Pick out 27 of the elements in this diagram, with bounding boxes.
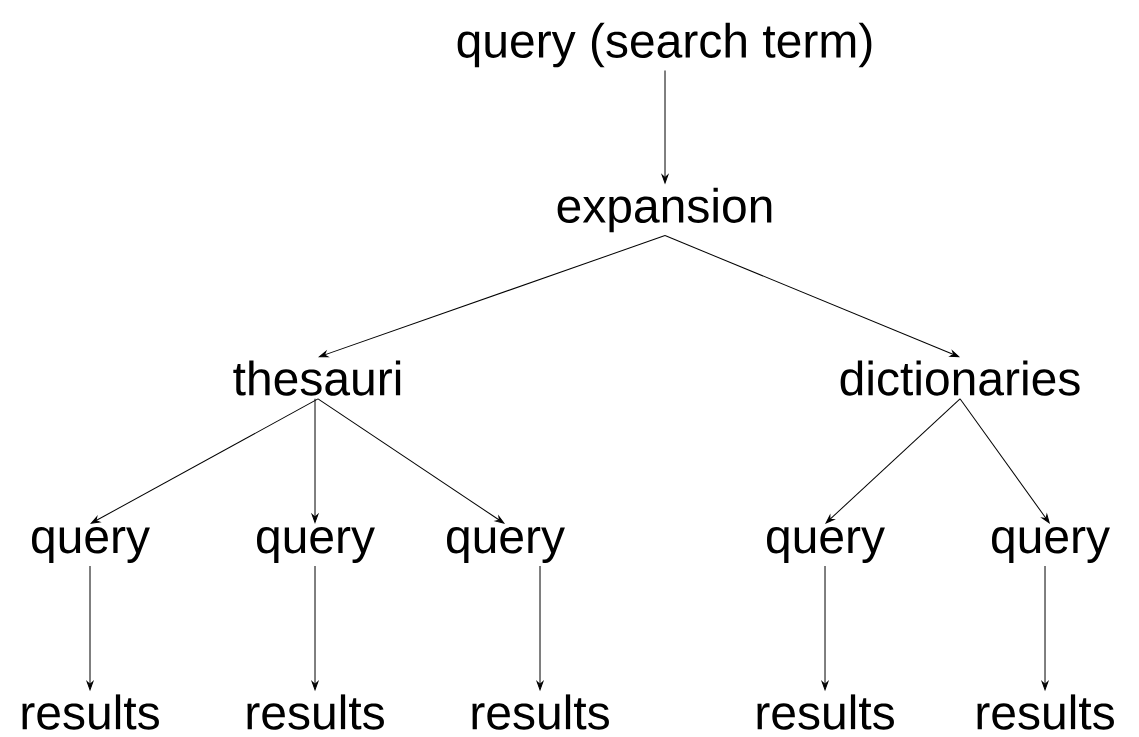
node-label: query [992, 527, 1110, 563]
arrow [959, 398, 1050, 524]
node-label: query [447, 527, 565, 563]
node-label: query [767, 527, 885, 563]
arrow [536, 565, 544, 691]
node-label: expansion [557, 187, 772, 233]
arrow [311, 565, 319, 691]
arrow [86, 565, 94, 691]
arrow [664, 235, 960, 358]
node-label: results [472, 694, 609, 730]
node-label: query (search term) [457, 22, 872, 68]
arrow [90, 398, 319, 524]
arrow [317, 398, 505, 524]
arrow [821, 565, 829, 691]
node-label: query [257, 527, 375, 563]
arrow [311, 398, 319, 523]
arrow [661, 70, 669, 184]
arrow [1041, 565, 1049, 691]
arrow [318, 235, 666, 358]
arrow [825, 398, 961, 524]
node-label: results [977, 694, 1114, 730]
node-label: results [757, 694, 894, 730]
node-label: dictionaries [840, 360, 1080, 396]
node-label: query [32, 527, 150, 563]
node-label: results [247, 694, 384, 730]
node-label: results [22, 694, 159, 730]
node-label: thesauri [233, 360, 401, 396]
